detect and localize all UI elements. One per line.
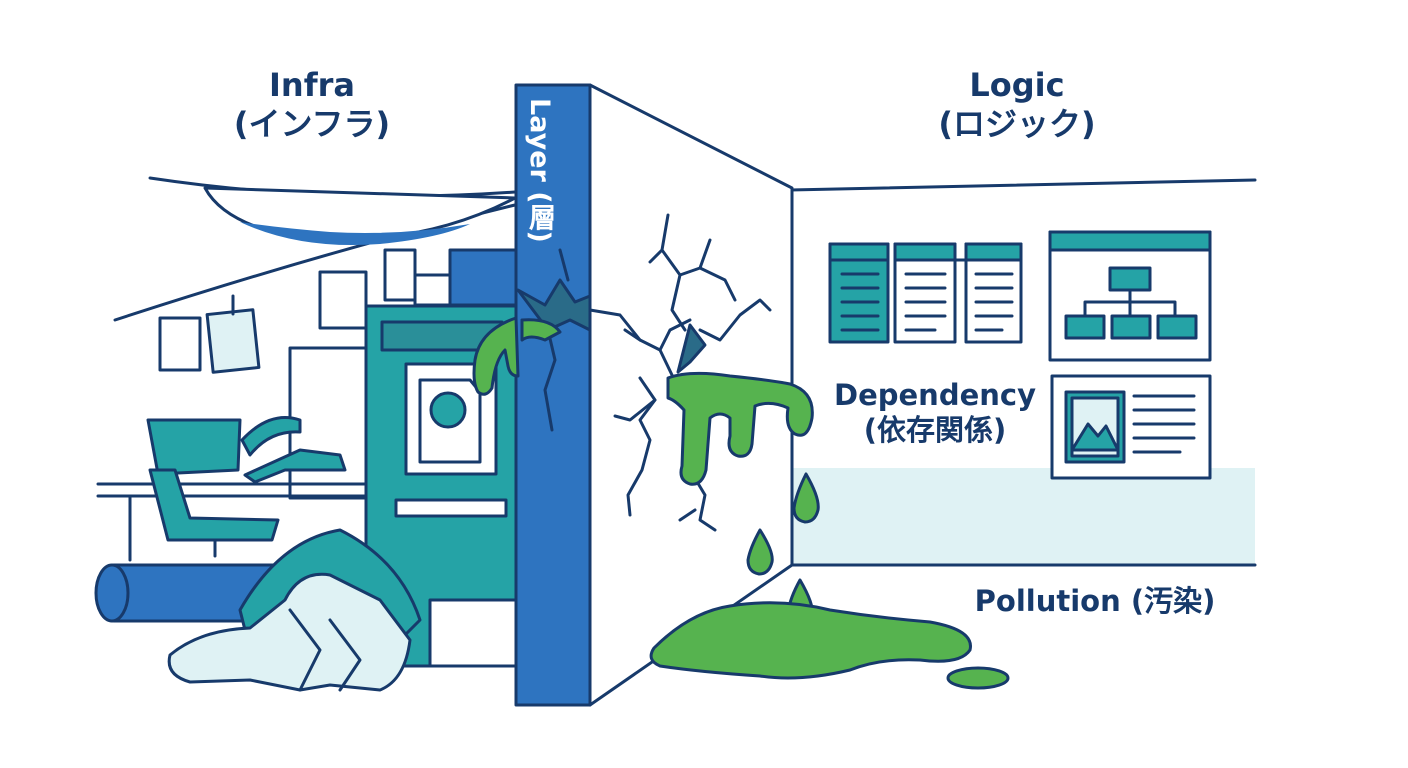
slime-icon [472,316,520,396]
infra-label: Infra (インフラ) [222,66,402,144]
table-icon [893,242,957,344]
back-panel [318,270,368,330]
logic-title: Logic [969,66,1065,104]
image-document-icon [1050,374,1212,480]
layer-label: Layer (層) [524,98,555,243]
infra-title: Infra [269,66,355,104]
hierarchy-icon [1048,230,1212,362]
tarp-edge [240,222,470,246]
layer-bar [514,83,592,707]
dependency-subtitle: (依存関係) [863,413,1007,448]
office-chair [146,416,347,558]
droplet-icon [792,472,820,524]
infra-subtitle: (インフラ) [233,105,391,144]
logic-subtitle: (ロジック) [938,105,1096,144]
back-panel-dark [448,248,522,307]
slime-puddle-small [946,666,1010,690]
back-panel [413,273,452,307]
dependency-title: Dependency [834,378,1036,412]
gear-icon [429,391,467,429]
dependency-label: Dependency (依存関係) [820,378,1050,449]
back-panel [383,248,417,302]
hanging-paper [205,308,261,374]
crack-icon [516,213,772,532]
infra-scene [94,176,522,692]
logic-label: Logic (ロジック) [912,66,1122,144]
slime-puddle [649,601,972,680]
layer-wall [472,83,1010,707]
crumpled-sheet [167,572,412,692]
table-icon [964,242,1023,344]
slime-icon [666,371,814,486]
server-machine [364,304,520,668]
logic-room [788,178,1257,567]
table-icon [828,242,890,344]
floor-band [790,468,1255,564]
pollution-label: Pollution (汚染) [974,584,1216,618]
tarp [203,186,517,242]
droplet-icon [746,528,774,576]
hanging-paper [158,316,202,372]
